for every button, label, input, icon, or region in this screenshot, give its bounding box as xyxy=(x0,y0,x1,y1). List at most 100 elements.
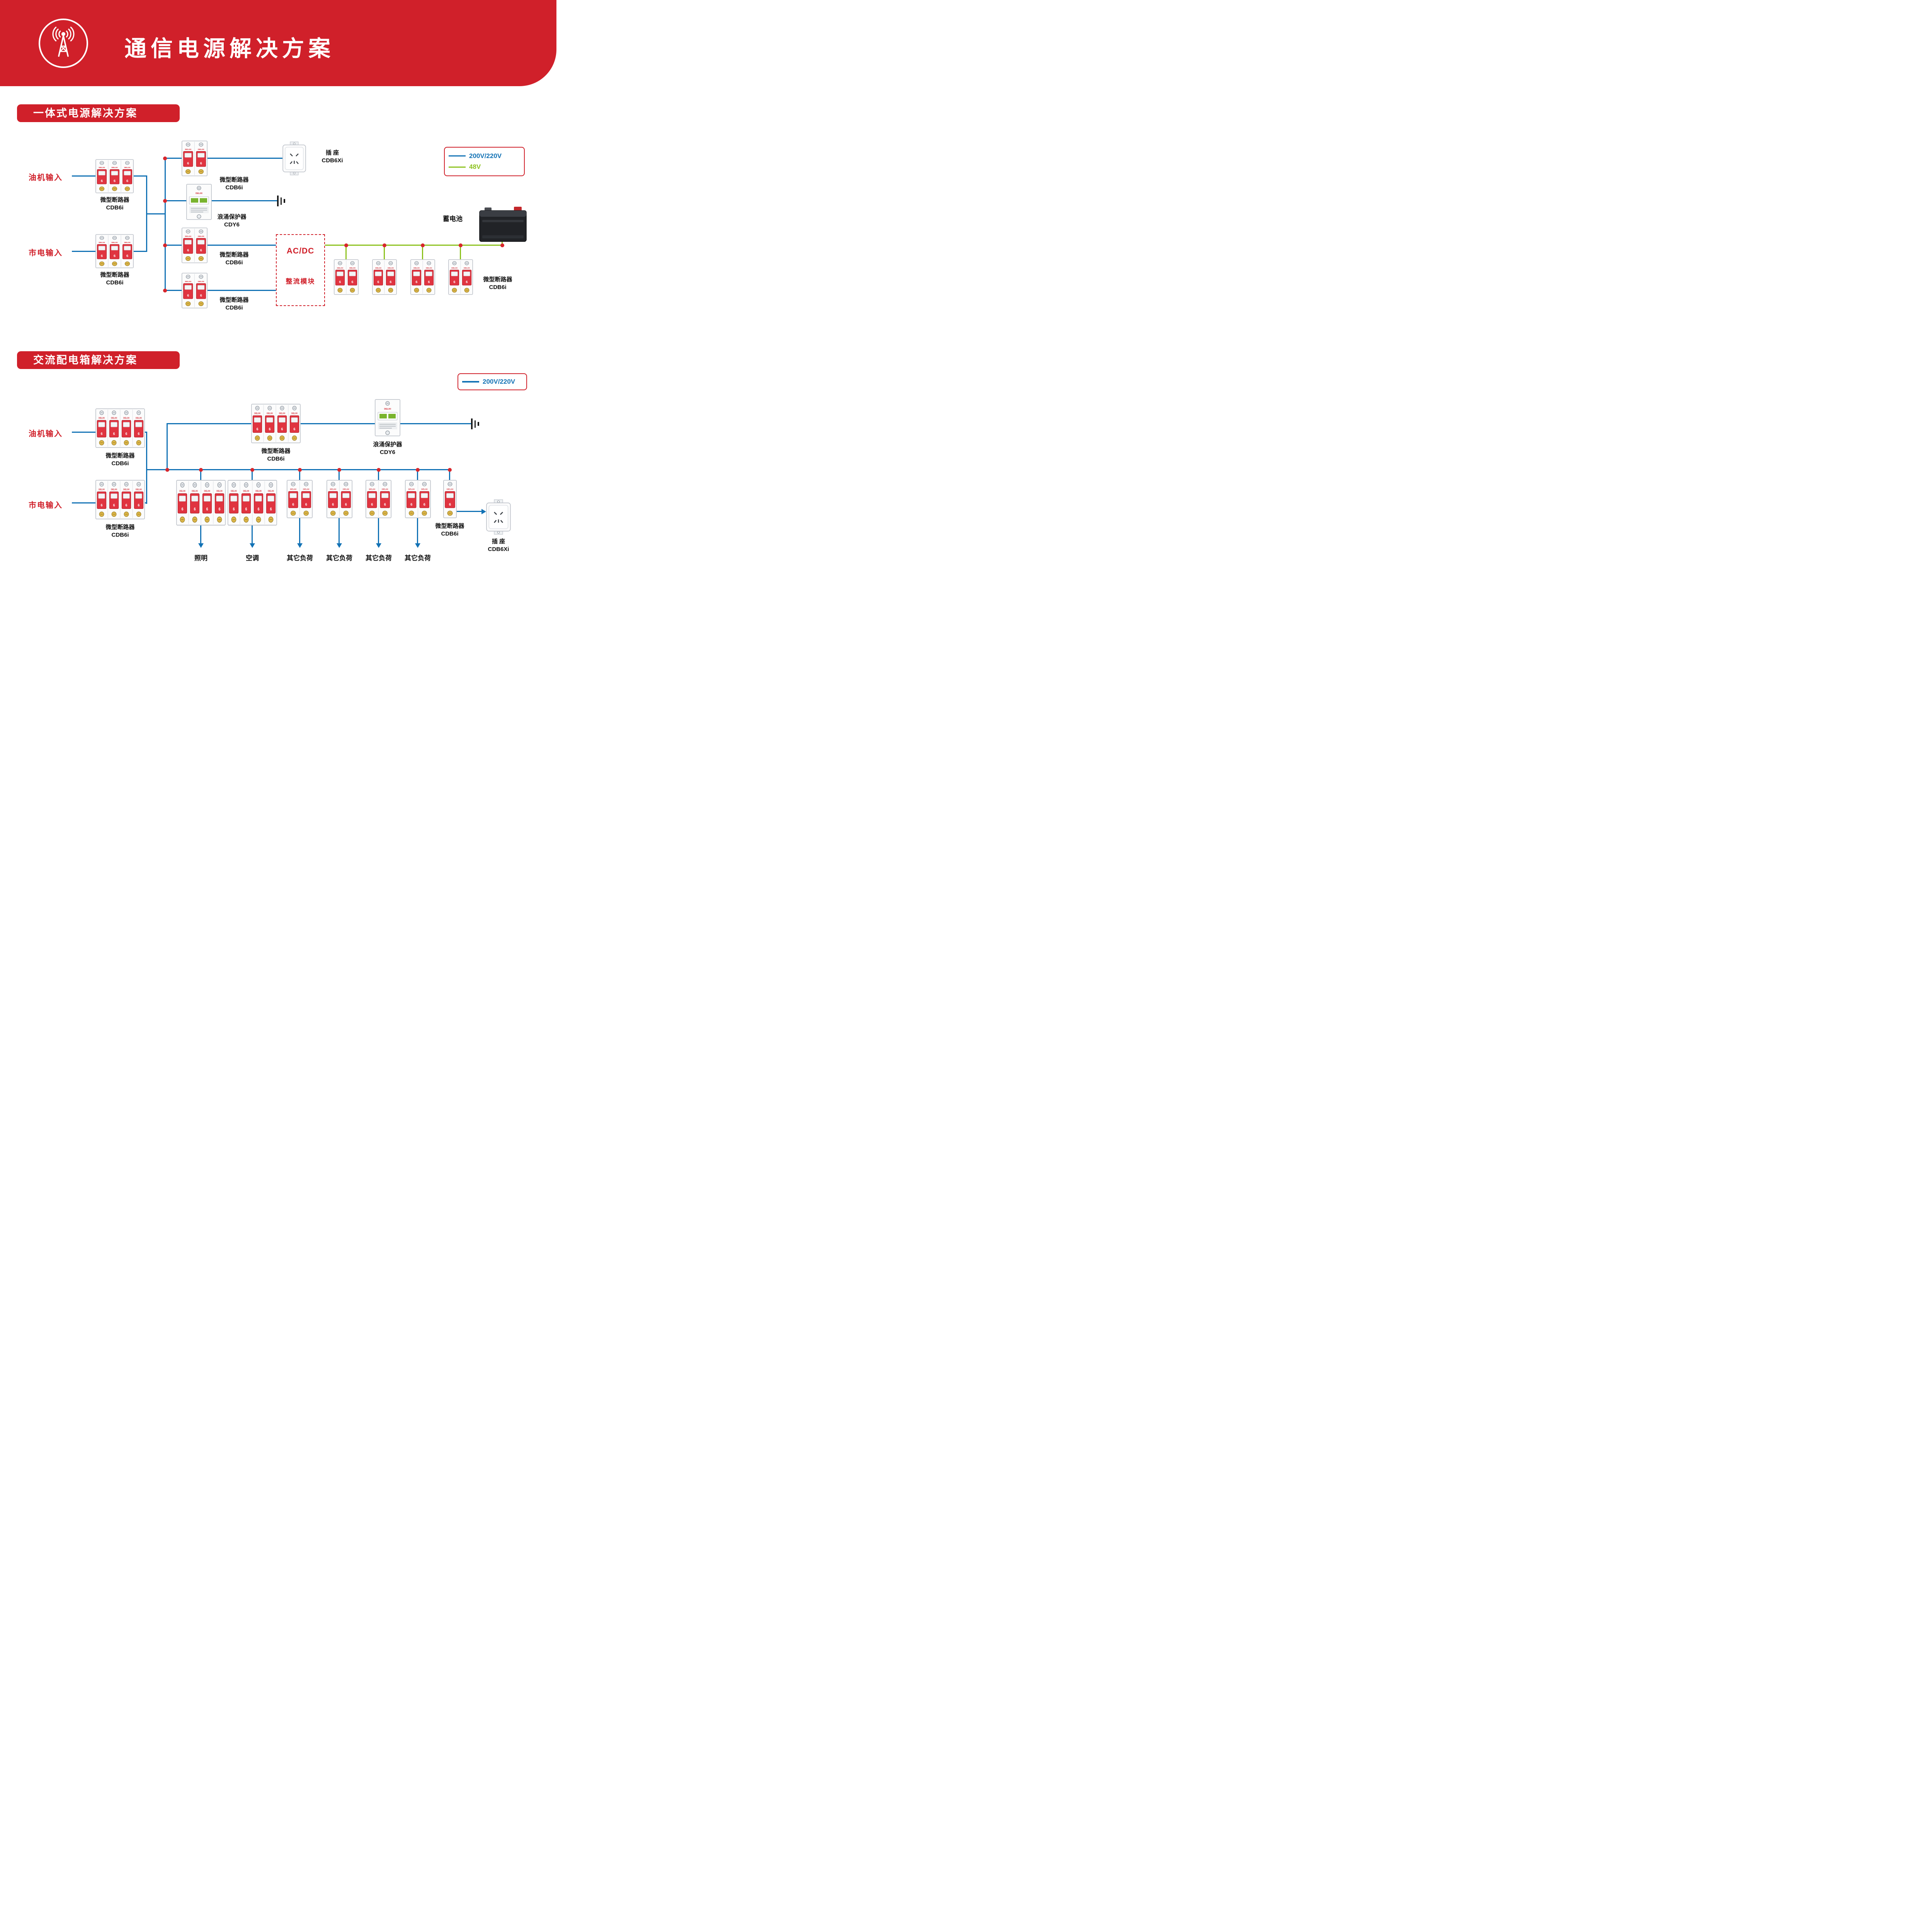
svg-text:DELIXI: DELIXI xyxy=(204,490,210,493)
svg-text:DELIXI: DELIXI xyxy=(464,267,470,269)
battery-label: 蓄电池 xyxy=(443,215,463,223)
svg-text:DELIXI: DELIXI xyxy=(111,167,117,168)
load-label-aircon: 空调 xyxy=(246,554,259,562)
junction-dot xyxy=(163,199,167,203)
legend-48v: 48V xyxy=(449,163,520,171)
device-model: CDB6i xyxy=(225,259,243,266)
ground-icon xyxy=(471,418,479,429)
device-name: 微型断路器 xyxy=(483,276,512,283)
breaker-label: 微型断路器 CDB6i xyxy=(86,271,144,287)
mains-input-label: 市电输入 xyxy=(29,249,63,257)
svg-text:DELIXI: DELIXI xyxy=(279,412,285,415)
arrow-right-icon xyxy=(481,509,486,514)
breaker-label: 微型断路器 CDB6i xyxy=(247,447,305,463)
wire xyxy=(165,200,277,201)
legend-220v: 200V/220V xyxy=(449,152,520,160)
wire-48v xyxy=(422,245,423,260)
svg-text:6: 6 xyxy=(113,432,115,435)
svg-text:6: 6 xyxy=(466,280,468,284)
svg-text:DELIXI: DELIXI xyxy=(192,490,198,493)
svg-text:DELIXI: DELIXI xyxy=(349,267,356,269)
svg-text:DELIXI: DELIXI xyxy=(421,488,428,491)
device-name: 浪涌保护器 xyxy=(373,441,402,448)
svg-text:6: 6 xyxy=(138,503,140,507)
svg-text:6: 6 xyxy=(182,507,184,512)
svg-text:6: 6 xyxy=(187,294,189,297)
arrow-down-icon xyxy=(250,543,255,548)
svg-text:6: 6 xyxy=(200,162,202,165)
device-name: 插 座 xyxy=(492,538,505,545)
svg-text:DELIXI: DELIXI xyxy=(375,267,381,269)
svg-text:6: 6 xyxy=(200,248,202,252)
legend-section2: 200V/220V xyxy=(458,373,527,390)
svg-text:6: 6 xyxy=(245,507,247,512)
svg-text:DELIXI: DELIXI xyxy=(413,267,420,269)
wire-48v xyxy=(502,240,503,245)
junction-dot xyxy=(199,468,203,472)
junction-dot xyxy=(298,468,302,472)
svg-text:6: 6 xyxy=(126,432,128,435)
green-line-swatch xyxy=(449,166,466,168)
svg-text:6: 6 xyxy=(101,432,103,435)
junction-dot xyxy=(500,243,504,247)
device-model: CDB6Xi xyxy=(488,546,509,553)
svg-text:DELIXI: DELIXI xyxy=(254,412,260,415)
svg-text:6: 6 xyxy=(194,507,196,512)
device-name: 微型断路器 xyxy=(435,523,464,529)
wire xyxy=(167,423,471,424)
radio-tower-icon xyxy=(39,19,88,68)
device-model: CDB6i xyxy=(111,460,129,467)
svg-text:DELIXI: DELIXI xyxy=(198,281,204,283)
socket-label: 插 座 CDB6Xi xyxy=(309,149,356,165)
device-name: 微型断路器 xyxy=(100,197,129,203)
socket-outlet xyxy=(486,499,511,535)
socket-label: 插 座 CDB6Xi xyxy=(469,538,527,553)
load-label-other: 其它负荷 xyxy=(366,554,392,562)
breaker-label: 微型断路器 CDB6i xyxy=(205,251,263,267)
svg-text:6: 6 xyxy=(206,507,208,512)
device-model: CDB6i xyxy=(111,531,129,538)
svg-text:DELIXI: DELIXI xyxy=(196,192,202,195)
generator-input-label: 油机输入 xyxy=(29,173,63,182)
svg-text:DELIXI: DELIXI xyxy=(123,488,129,491)
svg-text:6: 6 xyxy=(292,502,294,506)
svg-text:6: 6 xyxy=(233,507,235,512)
svg-text:DELIXI: DELIXI xyxy=(99,488,105,491)
junction-dot xyxy=(448,468,452,472)
junction-dot xyxy=(163,243,167,247)
surge-label: 浪涌保护器 CDY6 xyxy=(359,441,417,456)
blue-line-swatch xyxy=(449,155,466,157)
arrow-down-icon xyxy=(198,543,204,548)
section2-title: 交流配电箱解决方案 xyxy=(17,351,180,369)
breaker-label: 微型断路器 CDB6i xyxy=(475,276,521,291)
surge-label: 浪涌保护器 CDY6 xyxy=(203,213,261,229)
svg-text:DELIXI: DELIXI xyxy=(408,488,415,491)
device-model: CDY6 xyxy=(224,221,240,228)
svg-text:DELIXI: DELIXI xyxy=(185,235,192,238)
header-banner: 通信电源解决方案 xyxy=(0,0,556,86)
svg-text:6: 6 xyxy=(113,503,115,507)
svg-text:DELIXI: DELIXI xyxy=(268,490,274,493)
load-label-other: 其它负荷 xyxy=(287,554,313,562)
wire xyxy=(165,158,282,159)
rectifier-label: 整流模块 xyxy=(286,278,315,285)
device-name: 微型断路器 xyxy=(219,297,249,303)
svg-text:DELIXI: DELIXI xyxy=(384,408,391,410)
svg-text:DELIXI: DELIXI xyxy=(99,417,105,419)
mains-input-label: 市电输入 xyxy=(29,501,63,510)
svg-text:6: 6 xyxy=(101,254,103,257)
svg-text:DELIXI: DELIXI xyxy=(111,417,117,419)
blue-line-swatch xyxy=(462,381,479,383)
